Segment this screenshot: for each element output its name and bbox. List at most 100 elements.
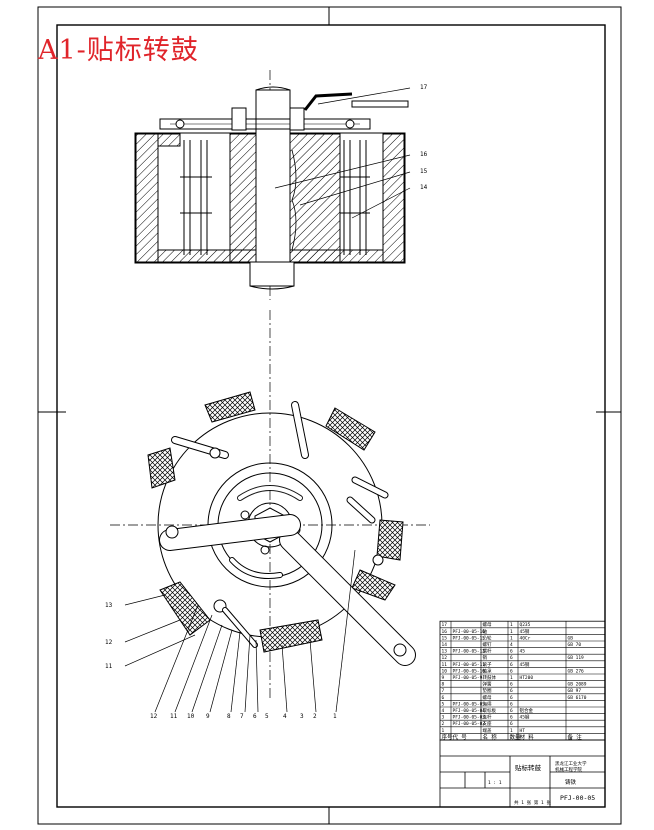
part-material: 45钢	[520, 714, 530, 721]
side-callouts: 13 12 11	[105, 602, 113, 670]
plan-view	[110, 310, 430, 700]
callout-b-7: 7	[240, 713, 244, 720]
callout-b-1: 1	[333, 713, 337, 720]
part-no: 2	[442, 721, 445, 727]
part-material: 45钢	[520, 661, 530, 668]
part-name: 螺母	[483, 621, 492, 628]
title-block	[439, 739, 606, 808]
part-no: 16	[442, 629, 448, 635]
part-qty: 6	[510, 668, 513, 674]
part-qty: 1	[510, 635, 513, 641]
parts-header-cell: 数量	[510, 733, 522, 741]
part-no: 4	[442, 708, 445, 714]
part-name: 凸轮	[483, 634, 492, 641]
part-qty: 1	[510, 675, 513, 681]
part-no: 1	[442, 728, 445, 734]
bottom-callout-leaders	[154, 549, 356, 713]
part-qty: 6	[510, 715, 513, 721]
part-name: 螺母	[483, 694, 492, 701]
parts-header-cell: 代 号	[453, 733, 468, 741]
part-material: HT	[520, 728, 526, 734]
part-code: PFJ-00-05-13	[453, 649, 486, 655]
centering-marks	[38, 7, 621, 824]
side-callout-11: 11	[105, 663, 113, 670]
part-name: 取标板	[483, 707, 497, 714]
part-code: PFJ-00-05-15	[453, 635, 486, 641]
part-no: 13	[442, 649, 448, 655]
part-qty: 6	[510, 649, 513, 655]
part-no: 15	[442, 635, 448, 641]
part-code: PFJ-00-05-05	[453, 701, 486, 707]
part-note: GB 70	[568, 642, 582, 648]
part-material: 45钢	[520, 628, 530, 635]
part-name: 摆杆	[483, 648, 492, 655]
outer-frame	[37, 6, 622, 825]
part-qty: 6	[510, 708, 513, 714]
drawing-number: PFJ-00-05	[560, 794, 595, 802]
part-material: HT200	[520, 675, 534, 681]
side-callout-12: 12	[105, 639, 113, 646]
part-qty: 1	[510, 622, 513, 628]
part-name: 轴	[483, 628, 488, 635]
part-name: 转鼓体	[483, 674, 497, 681]
part-material: Q235	[520, 622, 531, 628]
callout-b-5: 5	[265, 713, 269, 720]
part-material: 45	[520, 649, 526, 655]
material: 铸铁	[565, 778, 577, 786]
part-qty: 6	[510, 695, 513, 701]
part-name: 垫圈	[483, 687, 492, 694]
top-callout-leaders	[274, 87, 411, 219]
part-no: 6	[442, 695, 445, 701]
side-callout-13: 13	[105, 602, 113, 609]
drawing-name: 贴标转鼓	[515, 763, 542, 772]
side-callout-leaders	[124, 594, 196, 667]
part-name: 端盖	[483, 727, 492, 734]
part-no: 7	[442, 688, 445, 694]
part-material: 40Cr	[520, 635, 531, 641]
part-qty: 6	[510, 701, 513, 707]
parts-header-cell: 名 称	[483, 733, 498, 741]
top-callouts: 17 16 15 14	[420, 84, 428, 191]
callout-16: 16	[420, 151, 428, 158]
part-name: 销	[483, 654, 488, 661]
part-name: 滚子	[483, 661, 492, 668]
drawing-title: A1-贴标转鼓	[38, 35, 199, 66]
part-no: 9	[442, 675, 445, 681]
part-code: PFJ-00-05-16	[453, 629, 486, 635]
callout-b-6: 6	[253, 713, 257, 720]
part-qty: 6	[510, 721, 513, 727]
inner-frame	[56, 24, 606, 808]
part-no: 12	[442, 655, 448, 661]
scale-text: 1 : 1	[488, 780, 502, 786]
callout-b-11: 11	[170, 713, 178, 720]
part-note: GB 6170	[568, 695, 587, 701]
part-no: 5	[442, 701, 445, 707]
part-code: PFJ-00-05-02	[453, 721, 486, 727]
part-code: PFJ-00-05-11	[453, 662, 486, 668]
callout-b-12: 12	[150, 713, 158, 720]
parts-header-cell: 序号	[442, 733, 454, 741]
part-no: 10	[442, 668, 448, 674]
part-note: GB	[568, 635, 574, 641]
part-name: 支座	[483, 720, 492, 727]
part-qty: 4	[510, 642, 513, 648]
part-qty: 6	[510, 682, 513, 688]
part-qty: 6	[510, 662, 513, 668]
sheet-info: 共 1 张 第 1 张	[514, 799, 551, 806]
school-line-1: 黑龙江工业大学	[555, 760, 587, 767]
part-note: GB 2089	[568, 682, 587, 688]
callout-b-10: 10	[187, 713, 195, 720]
part-material: 铝合金	[520, 707, 534, 714]
part-qty: 6	[510, 688, 513, 694]
bottom-callouts: 12 11 10 9 8 7 6 5 4 3 2 1	[150, 713, 337, 720]
part-no: 3	[442, 715, 445, 721]
part-code: PFJ-00-05-10	[453, 668, 486, 674]
part-no: 14	[442, 642, 448, 648]
callout-b-4: 4	[283, 713, 287, 720]
part-note: GB 276	[568, 668, 585, 674]
callout-17: 17	[420, 84, 428, 91]
callout-b-9: 9	[206, 713, 210, 720]
part-name: 螺钉	[483, 641, 492, 648]
parts-header-cell: 材 料	[520, 733, 535, 741]
part-qty: 1	[510, 629, 513, 635]
